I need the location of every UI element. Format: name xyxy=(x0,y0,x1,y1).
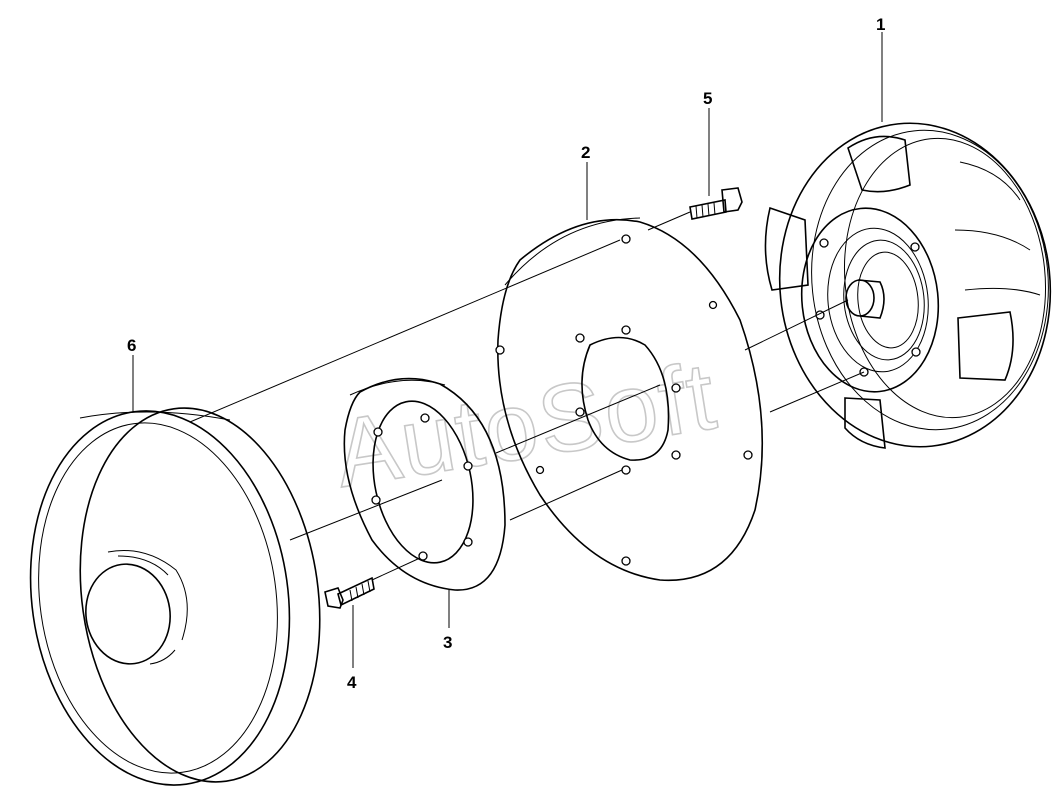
callout-3: 3 xyxy=(443,633,452,652)
part-1-torque-converter xyxy=(764,122,1052,449)
callout-2: 2 xyxy=(581,143,590,162)
callout-leaders xyxy=(132,32,883,668)
watermark-text: AutoSoft xyxy=(328,342,724,508)
part-3-spacer-ring xyxy=(343,377,506,591)
callout-6: 6 xyxy=(127,336,136,355)
assembly-alignment-lines xyxy=(189,211,865,581)
part-2-drive-plate xyxy=(495,217,764,582)
part-6-flywheel xyxy=(29,407,321,786)
part-4-bolt xyxy=(324,576,375,609)
callout-5: 5 xyxy=(703,89,712,108)
callout-1: 1 xyxy=(876,15,885,34)
callout-4: 4 xyxy=(347,673,357,692)
part-5-bolt xyxy=(689,187,743,220)
